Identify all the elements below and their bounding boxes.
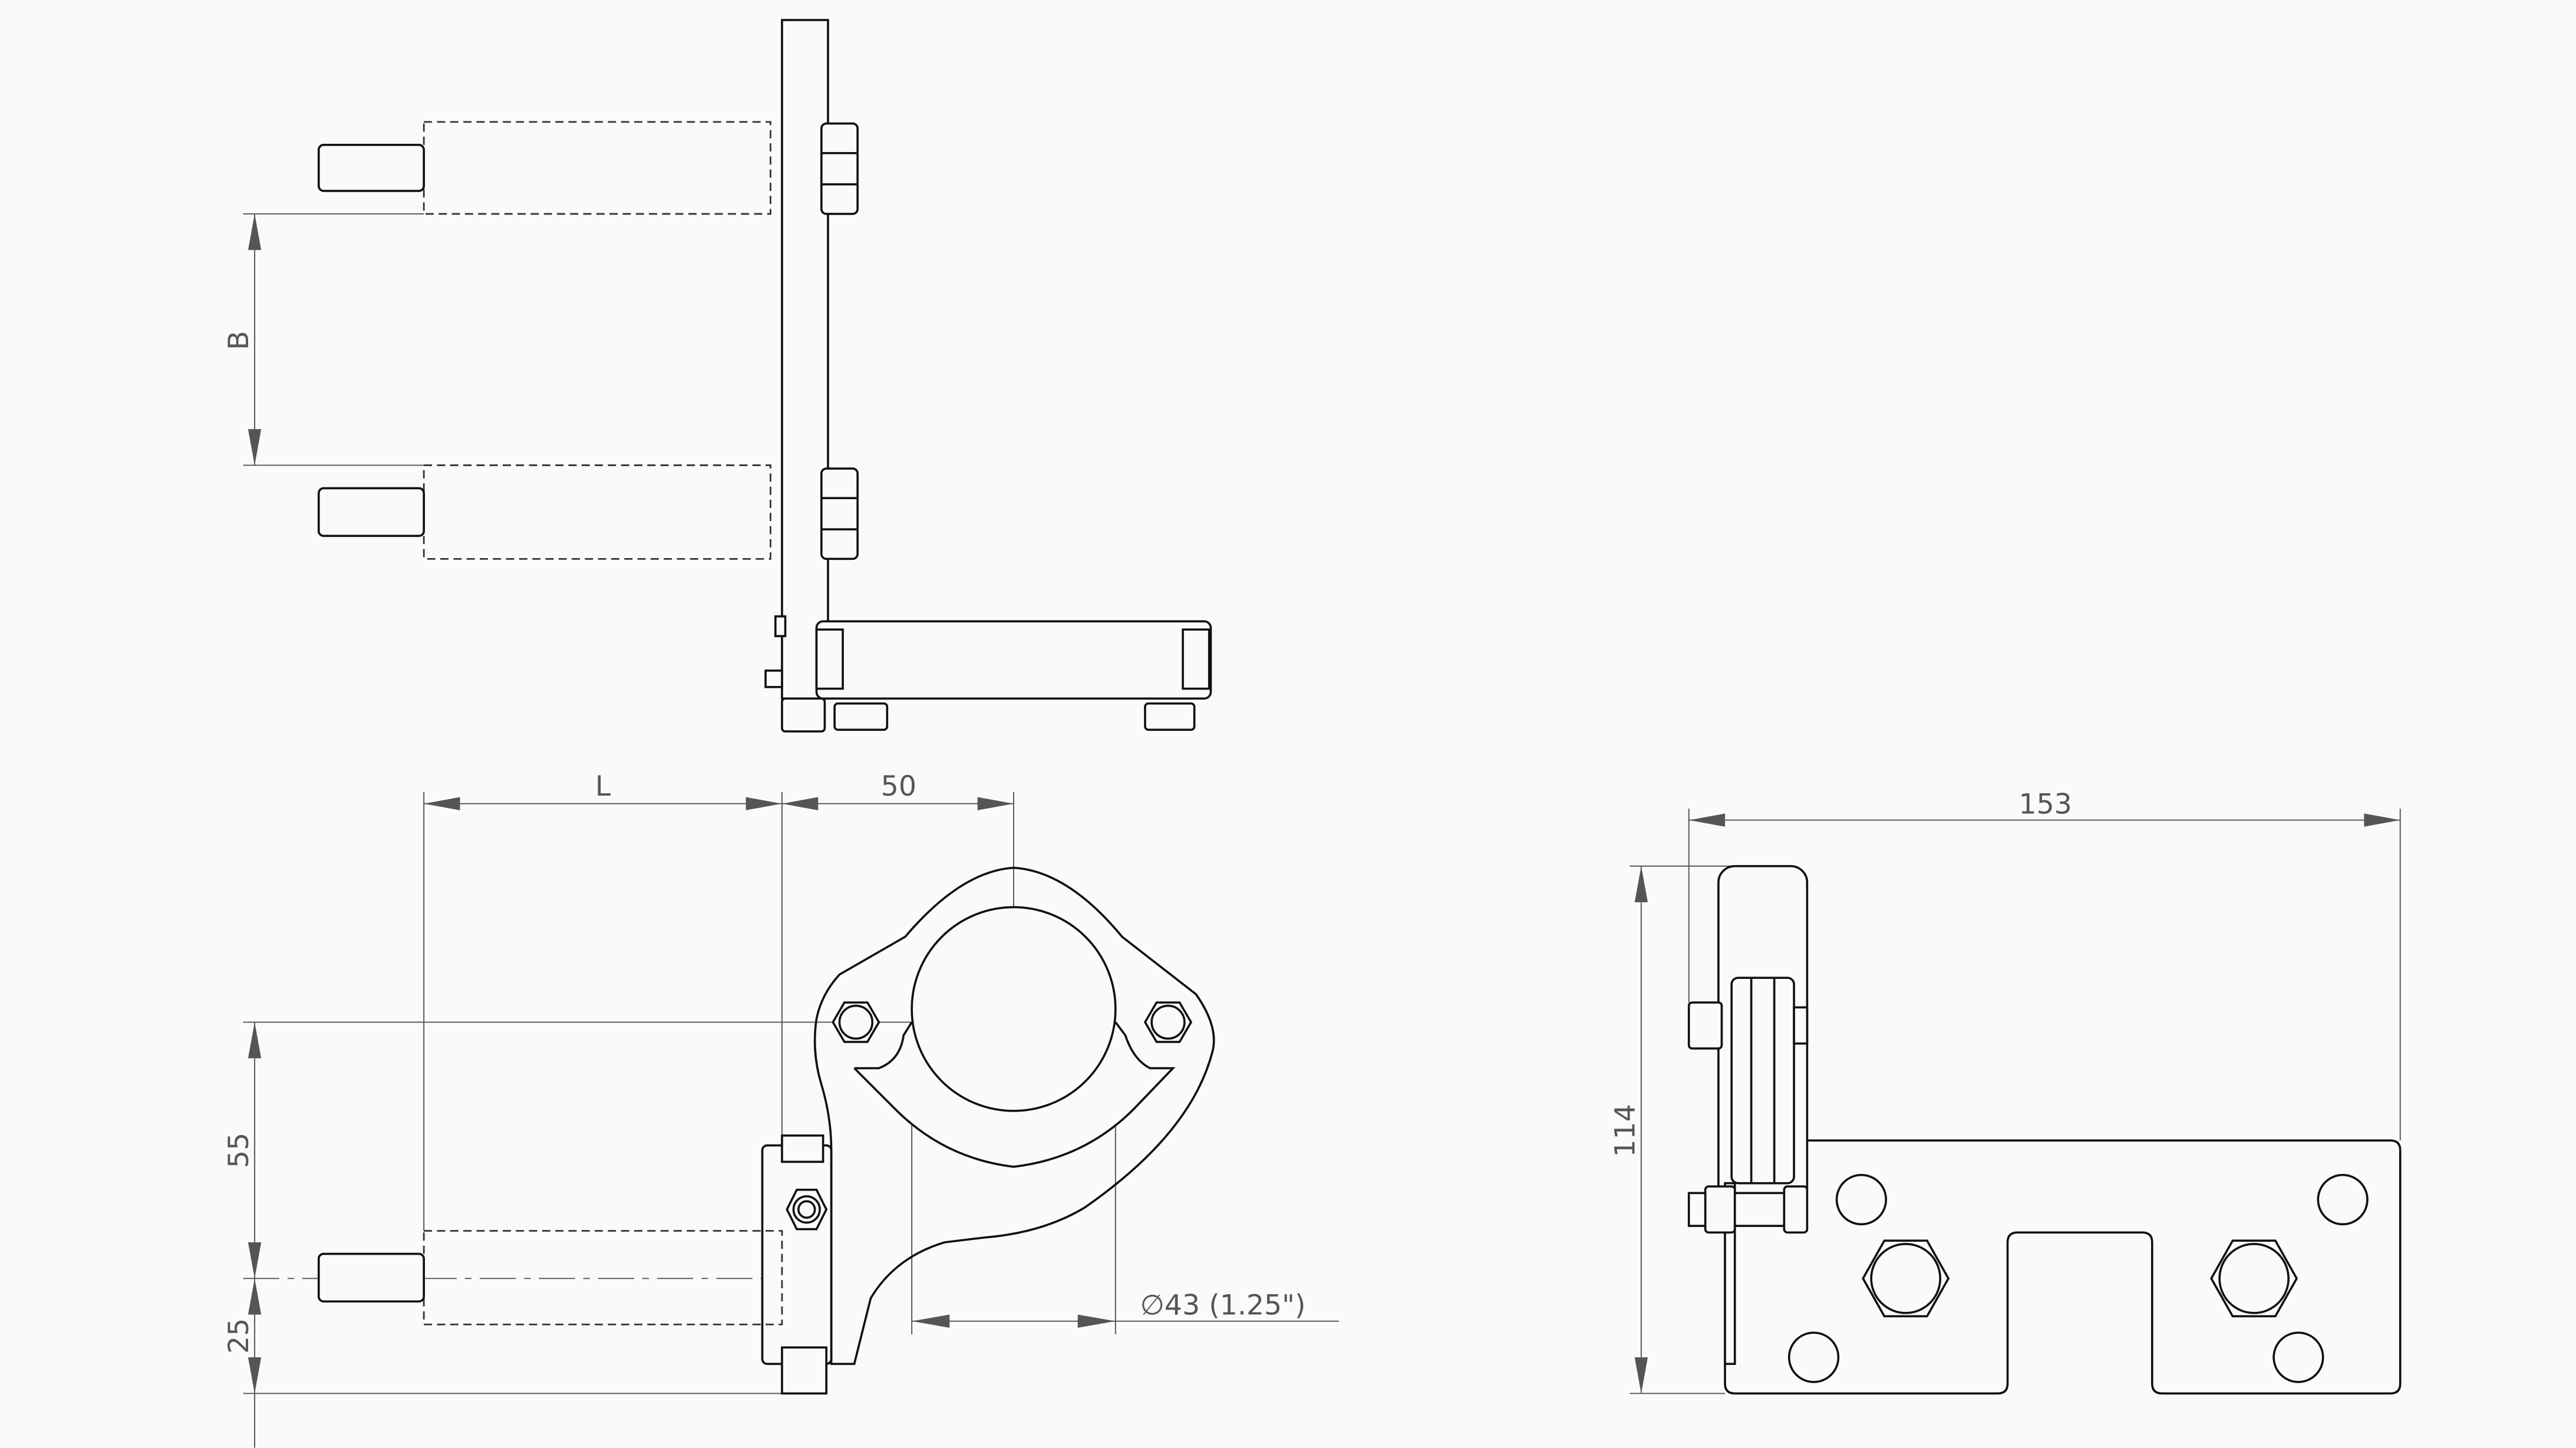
clamp-block-left [815, 628, 844, 690]
mounting-plate [781, 19, 829, 700]
nut-upper [1793, 1006, 1809, 1045]
stud-nut [786, 1188, 828, 1231]
stud-extension [423, 1230, 783, 1325]
bracket-tab-top [781, 1134, 824, 1163]
clamp-bolt-right [1143, 1001, 1193, 1043]
stud [317, 1252, 426, 1303]
bracket-plate [761, 1144, 833, 1365]
hex-bolt-left [1862, 1239, 1950, 1318]
nut-bottom-3 [1144, 702, 1196, 731]
mounting-hole [1835, 1173, 1888, 1226]
dimension-diameter-label: ∅43 (1.25") [1140, 1289, 1306, 1322]
bolt-head-lower [1704, 1185, 1736, 1234]
base-plate [815, 620, 1212, 700]
bolt-head-upper [1687, 1001, 1723, 1050]
clamp-block-right [1182, 628, 1211, 690]
dimension-55-label: 55 [223, 1133, 255, 1168]
bolt-end-lower [1687, 1192, 1707, 1227]
stud-upper [317, 144, 426, 192]
dimension-25-label: 25 [223, 1318, 255, 1354]
bracket-tab-bottom [781, 1346, 827, 1395]
dimension-b-label: B [223, 331, 255, 350]
mounting-hole [1787, 1331, 1840, 1383]
top-view: B [223, 19, 1212, 733]
pipe-bore [911, 906, 1117, 1112]
dimension-114-label: 114 [1609, 1104, 1642, 1157]
base-bracket [1724, 1139, 2402, 1395]
clamp-inner-edge [853, 1021, 1176, 1168]
hex-nut-lower [820, 467, 859, 560]
hex-nut-upper [820, 122, 859, 215]
dimension-l-label: L [595, 770, 611, 803]
stud-extension-lower [423, 464, 771, 560]
dimension-50-label: 50 [881, 770, 916, 803]
front-view: L 50 55 25 ∅ [223, 770, 1339, 1448]
nut-lower [1783, 1185, 1809, 1234]
clamp-bolt-left [832, 1001, 880, 1043]
nut-bottom-1 [781, 697, 826, 733]
bolt-shaft-lower [1733, 1192, 1786, 1227]
stud-lower [317, 487, 426, 537]
clamp-jaw [1730, 977, 1795, 1185]
side-view: 153 114 [1609, 788, 2402, 1395]
dimension-153-label: 153 [2018, 788, 2072, 820]
mounting-hole [2272, 1331, 2324, 1383]
mounting-hole [2317, 1173, 2369, 1226]
stud-extension-upper [423, 121, 771, 215]
tab [764, 669, 783, 688]
nut-bottom-2 [833, 702, 889, 731]
tab-top [774, 615, 787, 638]
clamp-body [813, 866, 1215, 1365]
hex-bolt-right [2210, 1239, 2298, 1318]
